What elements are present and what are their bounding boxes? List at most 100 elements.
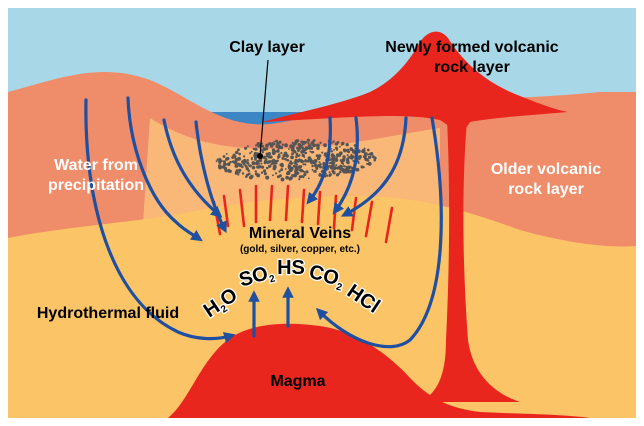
clay-particle [276,159,280,162]
clay-particle [287,171,291,176]
clay-particle [293,150,297,154]
clay-particle [366,159,370,162]
clay-particle [250,156,254,160]
clay-particle [367,153,370,156]
clay-particle [366,162,369,165]
clay-particle [347,150,351,154]
clay-particle [288,177,292,181]
clay-particle [367,161,372,166]
clay-particle [304,146,309,151]
clay-particle [234,162,236,165]
clay-particle [312,170,315,173]
clay-particle [279,163,283,167]
clay-particle [340,143,343,146]
clay-particle [323,143,327,148]
clay-particle [294,159,297,162]
clay-particle [324,153,328,157]
clay-particle [343,165,346,168]
clay-particle [257,162,261,165]
clay-particle [312,151,315,154]
clay-particle [284,157,287,161]
water-label-line2: precipitation [48,177,144,194]
clay-particle [247,172,251,176]
clay-particle [258,158,263,163]
clay-particle [250,158,253,161]
clay-particle [299,158,303,163]
clay-particle [246,145,249,148]
clay-particle [268,159,272,163]
clay-particle [338,151,343,156]
clay-particle [244,160,248,164]
clay-particle [256,173,261,178]
clay-particle [287,164,292,169]
clay-particle [311,164,314,168]
clay-particle [278,174,282,178]
clay-particle [295,152,299,156]
clay-particle [330,153,335,158]
clay-particle [334,142,339,146]
clay-particle [305,170,309,174]
clay-particle [270,142,275,146]
clay-particle [284,143,288,148]
clay-particle [300,149,305,154]
clay-particle [278,170,281,173]
gas-formula-base: HS [277,257,305,279]
clay-particle [271,148,276,152]
clay-particle [371,155,375,159]
clay-particle [307,138,311,142]
clay-particle [346,154,349,157]
clay-particle [222,155,226,158]
clay-particle [362,166,365,169]
clay-particle [290,155,294,159]
clay-particle [254,170,257,173]
clay-particle [358,157,361,160]
water-label-line1: Water from [54,157,138,174]
clay-particle [234,164,239,168]
clay-particle [255,161,259,166]
clay-particle [262,147,267,151]
clay-particle [345,143,349,147]
clay-particle [318,161,321,164]
clay-particle [315,143,320,148]
clay-particle [362,154,367,159]
clay-particle [316,146,320,151]
clay-particle [222,160,225,163]
magma-chamber [168,323,590,418]
clay-particle [332,140,335,143]
older-rock-label-line2: rock layer [508,181,584,198]
clay-particle [330,150,334,153]
clay-particle [281,143,284,146]
clay-particle [292,164,296,168]
clay-particle [367,155,372,159]
clay-particle [257,144,261,148]
clay-particle [302,163,305,166]
clay-particle [261,165,265,169]
clay-particle [219,157,222,160]
clay-particle [307,142,310,145]
clay-particle [346,157,350,160]
magma-label: Magma [270,373,325,390]
clay-particle [249,152,252,155]
clay-particle [229,161,232,164]
clay-particle [339,170,342,174]
clay-particle [314,164,319,169]
clay-particle [244,175,248,178]
clay-particle [321,151,324,154]
clay-particle [288,162,291,165]
clay-particle [275,144,279,148]
clay-particle [361,149,365,154]
clay-particle [348,170,352,174]
clay-particle [328,165,331,167]
mineral-veins-label: Mineral Veins [249,225,351,242]
clay-particle [271,159,276,164]
clay-particle [312,143,316,148]
clay-particle [337,172,340,176]
clay-particle [274,172,278,175]
gas-formula: HS [277,257,305,279]
clay-particle [302,142,305,145]
clay-particle [248,164,252,168]
hydrothermal-fluid-label: Hydrothermal fluid [37,305,179,322]
clay-particle [297,154,301,158]
clay-particle [262,169,267,173]
clay-particle [298,168,302,172]
